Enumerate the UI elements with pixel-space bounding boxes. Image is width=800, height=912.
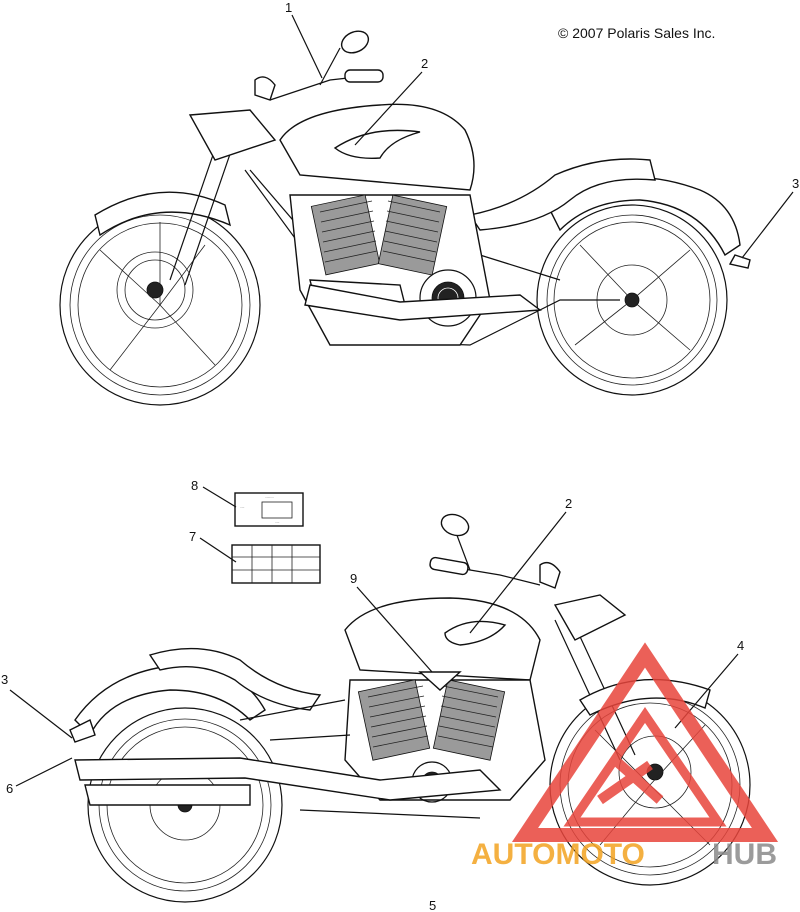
tank-decal-top xyxy=(333,129,421,159)
automotohub-watermark-logo: AUTOMOTO HUB xyxy=(471,642,779,871)
mirror-top xyxy=(340,30,370,54)
decal-sheet-7 xyxy=(231,544,321,584)
svg-text:..........: .......... xyxy=(265,495,274,499)
callout-1: 1 xyxy=(285,0,323,79)
exhaust-top xyxy=(304,284,542,321)
watermark-triangle-outer xyxy=(511,642,779,842)
motorcycle-side-view-bottom xyxy=(69,513,751,903)
callout-3-bottom: 3 xyxy=(1,672,73,739)
callout-2-bottom: 2 xyxy=(469,496,572,634)
mirror-bottom xyxy=(440,513,470,537)
motorcycle-side-view-top xyxy=(59,30,751,406)
callout-7: 7 xyxy=(189,529,237,563)
svg-text:2: 2 xyxy=(421,56,428,71)
tank-decal-bottom xyxy=(444,620,507,646)
svg-text:5: 5 xyxy=(429,898,436,912)
copyright-text: © 2007 Polaris Sales Inc. xyxy=(558,25,715,41)
watermark-wrench-mark xyxy=(597,756,664,805)
fairing-top xyxy=(188,109,277,161)
svg-text:7: 7 xyxy=(189,529,196,544)
svg-text:.....: ..... xyxy=(240,505,245,509)
watermark-text-automoto: AUTOMOTO xyxy=(471,838,645,871)
callout-8: 8 xyxy=(191,478,237,508)
svg-text:8: 8 xyxy=(191,478,198,493)
svg-text:4: 4 xyxy=(737,638,744,653)
callout-5: 5 xyxy=(429,898,436,912)
callout-9: 9 xyxy=(350,571,433,673)
svg-text:1: 1 xyxy=(285,0,292,15)
callout-6: 6 xyxy=(6,757,73,796)
svg-text:3: 3 xyxy=(792,176,799,191)
front-wheel-top xyxy=(59,204,261,406)
watermark-text-hub: HUB xyxy=(712,838,777,871)
svg-text:9: 9 xyxy=(350,571,357,586)
svg-text:.....: ..... xyxy=(275,520,280,524)
svg-text:6: 6 xyxy=(6,781,13,796)
callout-2-top: 2 xyxy=(354,56,428,146)
watermark-triangle-inner xyxy=(563,707,727,827)
rear-fender-bottom xyxy=(74,664,266,737)
seat-bottom xyxy=(148,647,322,711)
fairing-bottom xyxy=(553,594,627,641)
svg-text:3: 3 xyxy=(1,672,8,687)
callout-3-top: 3 xyxy=(741,176,799,259)
seat-top xyxy=(468,158,656,231)
fuel-tank-bottom xyxy=(344,597,541,681)
engine-top xyxy=(289,194,491,346)
decal-sheet-8: .......... ..... ..... xyxy=(234,492,304,527)
svg-text:2: 2 xyxy=(565,496,572,511)
exhaust-bottom xyxy=(74,757,502,801)
